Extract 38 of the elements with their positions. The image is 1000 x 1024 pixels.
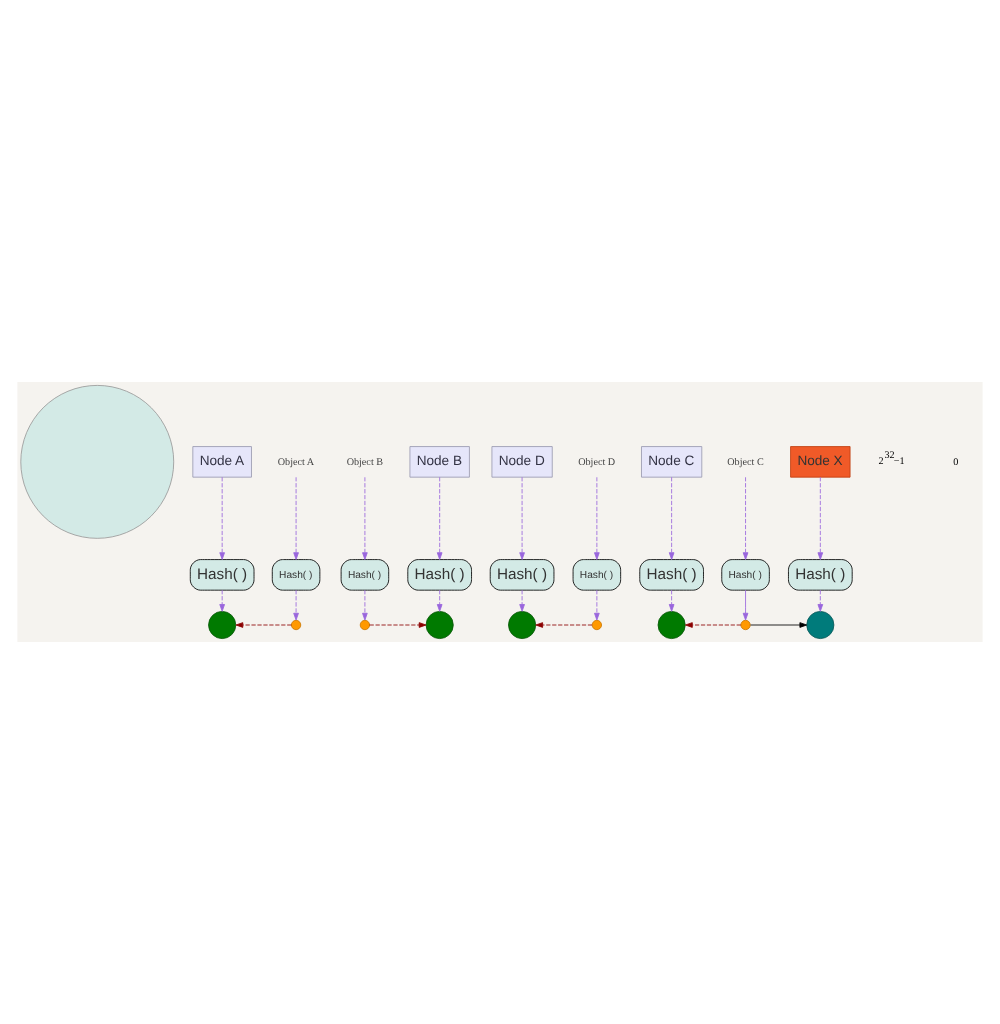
- node-box: Hash( ): [489, 559, 555, 591]
- node-circle: [20, 384, 175, 539]
- node-circle: [591, 619, 602, 631]
- arrow: [668, 476, 675, 560]
- arrow: [362, 589, 368, 621]
- node-box: Hash( ): [407, 559, 472, 591]
- arrow: [235, 622, 292, 628]
- node-circle: [291, 619, 302, 631]
- arrow: [742, 589, 749, 621]
- node-circle: [508, 611, 537, 640]
- node-circle: [657, 611, 686, 640]
- arrow: [742, 476, 749, 560]
- node-box: Hash( ): [189, 559, 255, 591]
- arrow: [293, 476, 299, 560]
- node-box: Hash( ): [639, 559, 704, 591]
- arrow: [293, 589, 299, 621]
- arrow: [362, 476, 368, 560]
- arrow: [817, 589, 824, 612]
- node-circle: [359, 619, 370, 631]
- arrow: [594, 589, 600, 621]
- arrow: [535, 622, 593, 628]
- arrow: [668, 589, 675, 612]
- arrow: [219, 476, 225, 560]
- arrow: [436, 589, 443, 612]
- arrow: [519, 476, 525, 560]
- node-circle: [425, 611, 454, 640]
- arrow: [594, 476, 600, 560]
- arrow: [750, 622, 808, 628]
- arrow: [685, 622, 742, 628]
- node-circle: [806, 611, 835, 640]
- node-circle: [208, 611, 237, 640]
- arrow: [369, 622, 427, 628]
- arrow: [219, 589, 225, 612]
- arrow: [519, 589, 525, 612]
- node-box: Hash( ): [788, 559, 853, 591]
- node-circle: [740, 619, 751, 631]
- arrow: [436, 476, 443, 560]
- arrow: [817, 476, 824, 560]
